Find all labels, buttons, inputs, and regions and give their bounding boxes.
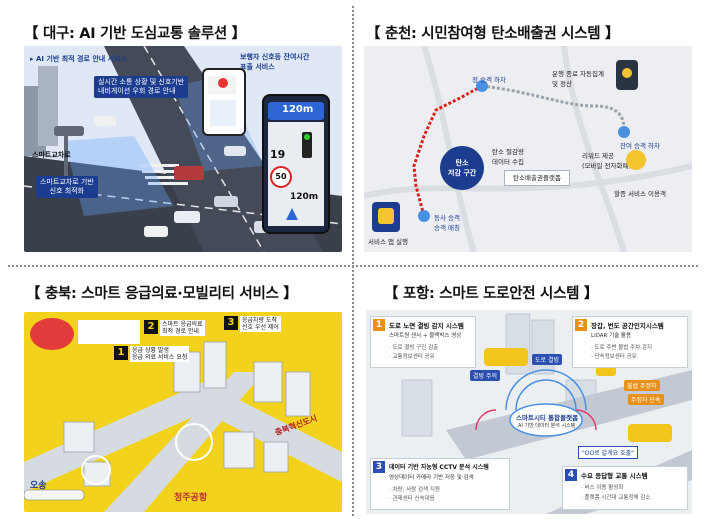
traffic-light-icon	[302, 132, 312, 158]
step-2-text: 스마트 응급의료 최적 경로 안내	[160, 320, 205, 337]
navigation-arrow-icon	[286, 208, 298, 220]
pohang-illustration: 1 도로 노면 결빙 감지 시스템 스마트원 센서 + 블랙박스 영상 · 도로…	[366, 310, 692, 514]
phone-small	[202, 68, 246, 136]
box-4-title: 수요 응답형 교통 시스템	[581, 472, 648, 480]
box-1-line-1: · 도로 결빙 구간 검출	[389, 345, 439, 351]
route-guide-text: AI 기반 최적 경로 안내 서비스	[35, 55, 127, 63]
remaining-stop-label: 잔여 승객 하차	[620, 142, 661, 150]
spatial-awareness-box: 2 장갑, 번도 공간인지시스템 LiDAR 기술 활용 · 도로 주변 불법 …	[572, 316, 688, 368]
step-1-badge: 1	[114, 346, 128, 360]
box-2-subtitle: LiDAR 기술 활용	[591, 333, 632, 339]
box-3-line-2: · 관제센터 신속대응	[389, 496, 435, 502]
box-4-line-1: · 버스 이용 활성화	[581, 485, 624, 491]
integrated-platform-label: 스마트시티 통합플랫폼	[516, 414, 579, 422]
phone-large: 120m 19 50 120m	[262, 94, 330, 234]
horizontal-divider	[8, 265, 698, 267]
box-4-line-2: · 플랫폼 시간대 교통정체 감소	[581, 495, 651, 501]
pedestrian-signal-label: 보행자 신호등 잔여시간 표출 서비스	[240, 53, 310, 71]
box-4-number: 4	[565, 469, 577, 481]
chuncheon-title: 【 춘천: 시민참여형 탄소배출권 시스템 】	[366, 26, 620, 42]
vertical-divider	[352, 6, 354, 516]
carbon-data-label: 탄소 절감량 데이터 수집	[492, 148, 524, 166]
chevron-right-icon: ▸	[30, 55, 36, 63]
box-2-title: 장갑, 번도 공간인지시스템	[591, 322, 664, 330]
pohang-title: 【 포항: 스마트 도로안전 시스템 】	[384, 286, 599, 302]
airport-label: 청주공항	[174, 493, 208, 503]
phone-nav-header: 120m	[268, 102, 324, 120]
road-ice-detection-box: 1 도로 노면 결빙 감지 시스템 스마트원 센서 + 블랙박스 영상 · 도로…	[370, 316, 476, 368]
reward-label: 리워드 제공 (모바일 전자화폐)	[582, 152, 631, 170]
demand-response-box: 4 수요 응답형 교통 시스템 · 버스 이용 활성화 · 플랫폼 시간대 교통…	[562, 466, 688, 510]
auto-settlement-label: 운행 종료 자동집계 및 정산	[552, 70, 604, 88]
step-1-text: 응급 상황 발생 응급 의료 서비스 요청	[130, 346, 190, 363]
box-3-line-1: · 차량, 사람 검색 지원	[389, 487, 440, 493]
box-3-title: 데이터 기반 지능형 CCTV 분석 시스템	[389, 464, 489, 471]
illegal-parking-tag: 불법 주정차	[624, 380, 660, 391]
demand-call-label: "OO로 갈게요 호출"	[578, 446, 638, 459]
smart-intersection-label: 스마트교차로	[32, 151, 71, 159]
start-stop-label: 정 승객 하차	[472, 76, 507, 84]
signal-optimization-bubble: 스마트교차로 기반 신호 최적화	[36, 176, 98, 198]
phone-distance-2: 120m	[290, 192, 319, 202]
ice-tag: 도로 결빙	[532, 354, 562, 365]
signal-count: 19	[270, 148, 286, 161]
app-launch-label: 서비스 앱 실행	[368, 238, 409, 246]
step-3-text: 응급차량 도착 신호 우선 제어	[240, 316, 281, 333]
carbon-reduction-circle: 탄소 저감 구간	[448, 159, 477, 177]
chungbuk-title: 【 충북: 스마트 응급의료·모빌리티 서비스 】	[26, 286, 298, 302]
ice-warning-tag: 결빙 주의	[470, 370, 500, 381]
premium-service-label: 할증 서비스 이용객	[614, 190, 666, 198]
coin-icon	[626, 150, 646, 170]
box-2-line-1: · 도로 주변 불법 주차 감지	[591, 345, 653, 351]
phone-distance: 120m	[282, 104, 314, 115]
box-3-subtitle: 영상데이터 카메라 기반 저장 및 검색	[389, 475, 474, 481]
chungbuk-city	[24, 312, 342, 512]
chungbuk-illustration: 1 응급 상황 발생 응급 의료 서비스 요청 2 스마트 응급의료 최적 경로…	[24, 312, 342, 512]
box-2-number: 2	[575, 319, 587, 331]
app-launch-icon	[372, 202, 400, 232]
realtime-bubble: 실시간 소통 상황 및 신호기반 내비게이션 우회 경로 안내	[94, 76, 189, 98]
chungbuk-legend-box	[78, 320, 140, 344]
passenger-matching-label: 동사 승객 승객 매칭	[434, 214, 460, 232]
phone-map: 19 50 120m	[268, 122, 324, 226]
integrated-platform-sub: AI 기반 데이터 분석 시스템	[518, 423, 576, 429]
box-1-title: 도로 노면 결빙 감지 시스템	[389, 322, 464, 330]
cctv-analysis-box: 3 데이터 기반 지능형 CCTV 분석 시스템 영상데이터 카메라 기반 저장…	[370, 458, 510, 510]
box-1-number: 1	[373, 319, 385, 331]
carbon-platform-box: 탄소배출권플랫폼	[504, 170, 570, 186]
phone-small-screen	[210, 100, 236, 126]
pedestrian-signal-icon	[218, 78, 228, 88]
chuncheon-illustration: 정 승객 하차 운행 종료 자동집계 및 정산 잔여 승객 하차 탄소 저감 구…	[364, 46, 692, 252]
route-guide-label: ▸ AI 기반 최적 경로 안내 서비스	[30, 54, 127, 64]
daegu-illustration: ▸ AI 기반 최적 경로 안내 서비스 실시간 소통 상황 및 신호기반 내비…	[24, 46, 342, 252]
daegu-title: 【 대구: AI 기반 도심교통 솔루션 】	[24, 26, 246, 42]
speed-limit-icon: 50	[270, 166, 292, 188]
parking-enforcement-tag: 주정차 단속	[628, 394, 664, 405]
step-2-badge: 2	[144, 320, 158, 334]
box-1-subtitle: 스마트원 센서 + 블랙박스 영상	[389, 333, 462, 339]
box-1-line-2: · 교통정보센터 공유	[389, 354, 435, 360]
step-3-badge: 3	[224, 316, 238, 330]
settlement-phone-icon	[616, 60, 638, 90]
box-2-line-2: · 단속정보센터 공유	[591, 354, 637, 360]
box-3-number: 3	[373, 461, 385, 473]
station-label: 오송	[30, 481, 47, 491]
